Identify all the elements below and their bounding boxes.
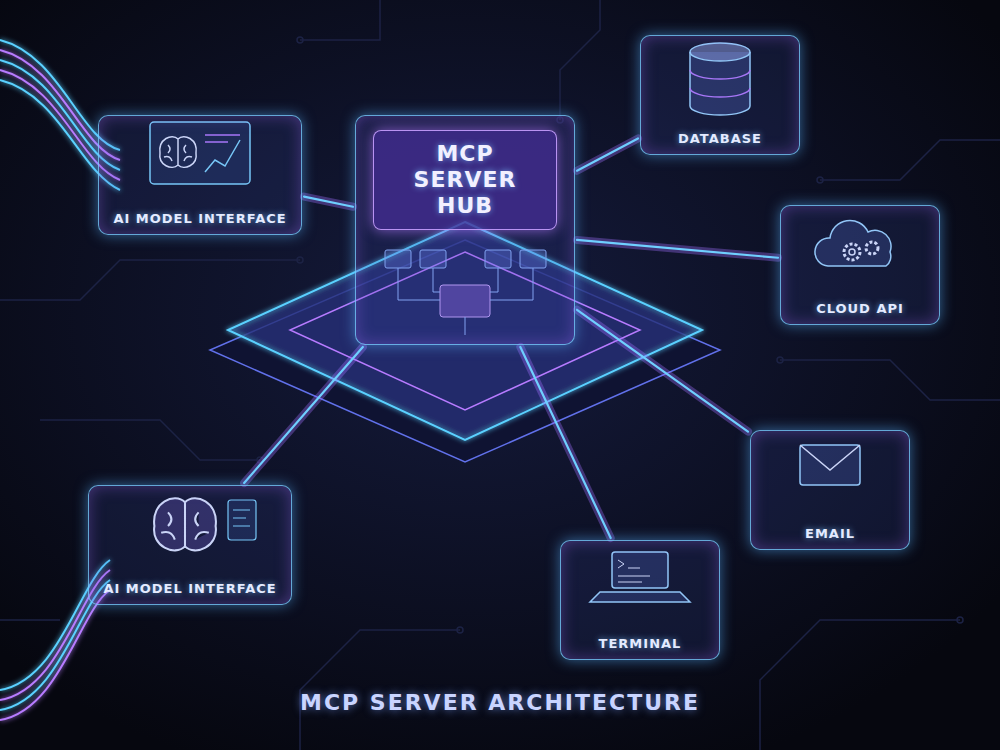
data-connector	[577, 240, 778, 258]
node-label: CLOUD API	[816, 301, 904, 316]
circuit-pattern	[40, 420, 260, 460]
connector-line	[520, 347, 610, 538]
node-label: DATABASE	[678, 131, 762, 146]
circuit-pattern	[560, 0, 600, 120]
connector-line	[577, 240, 778, 258]
node-label: EMAIL	[805, 526, 855, 541]
circuit-pattern	[300, 0, 380, 40]
data-connector	[244, 347, 363, 483]
service-node: DATABASE	[640, 35, 800, 155]
node-label: AI MODEL INTERFACE	[103, 581, 276, 596]
circuit-pattern	[957, 617, 963, 623]
connector-glow	[520, 347, 610, 538]
circuit-pattern	[0, 260, 300, 300]
server-hub: MCP SERVER HUB	[355, 115, 575, 345]
connector-glow	[304, 197, 353, 207]
service-node: TERMINAL	[560, 540, 720, 660]
connector-line	[577, 138, 638, 170]
service-node: EMAIL	[750, 430, 910, 550]
circuit-pattern	[817, 177, 823, 183]
input-streams	[0, 590, 110, 720]
connector-line	[577, 310, 748, 432]
data-connector	[577, 310, 748, 432]
circuit-pattern	[780, 360, 1000, 400]
connector-glow	[577, 310, 748, 432]
service-node: AI MODEL INTERFACE	[98, 115, 302, 235]
node-label: TERMINAL	[599, 636, 682, 651]
circuit-pattern	[760, 620, 960, 750]
node-label: MCP SERVER HUB	[373, 130, 557, 230]
service-node: AI MODEL INTERFACE	[88, 485, 292, 605]
diagram-title: MCP SERVER ARCHITECTURE	[0, 690, 1000, 715]
circuit-pattern	[457, 627, 463, 633]
connector-glow	[577, 138, 638, 170]
circuit-pattern	[297, 257, 303, 263]
circuit-pattern	[297, 37, 303, 43]
data-connector	[577, 138, 638, 170]
circuit-pattern	[0, 619, 60, 621]
connector-line	[304, 197, 353, 207]
connector-glow	[244, 347, 363, 483]
data-connector	[304, 197, 353, 207]
node-label: AI MODEL INTERFACE	[113, 211, 286, 226]
circuit-pattern	[820, 140, 1000, 180]
service-node: CLOUD API	[780, 205, 940, 325]
data-connector	[520, 347, 610, 538]
connector-line	[244, 347, 363, 483]
circuit-pattern	[777, 357, 783, 363]
connector-glow	[577, 240, 778, 258]
